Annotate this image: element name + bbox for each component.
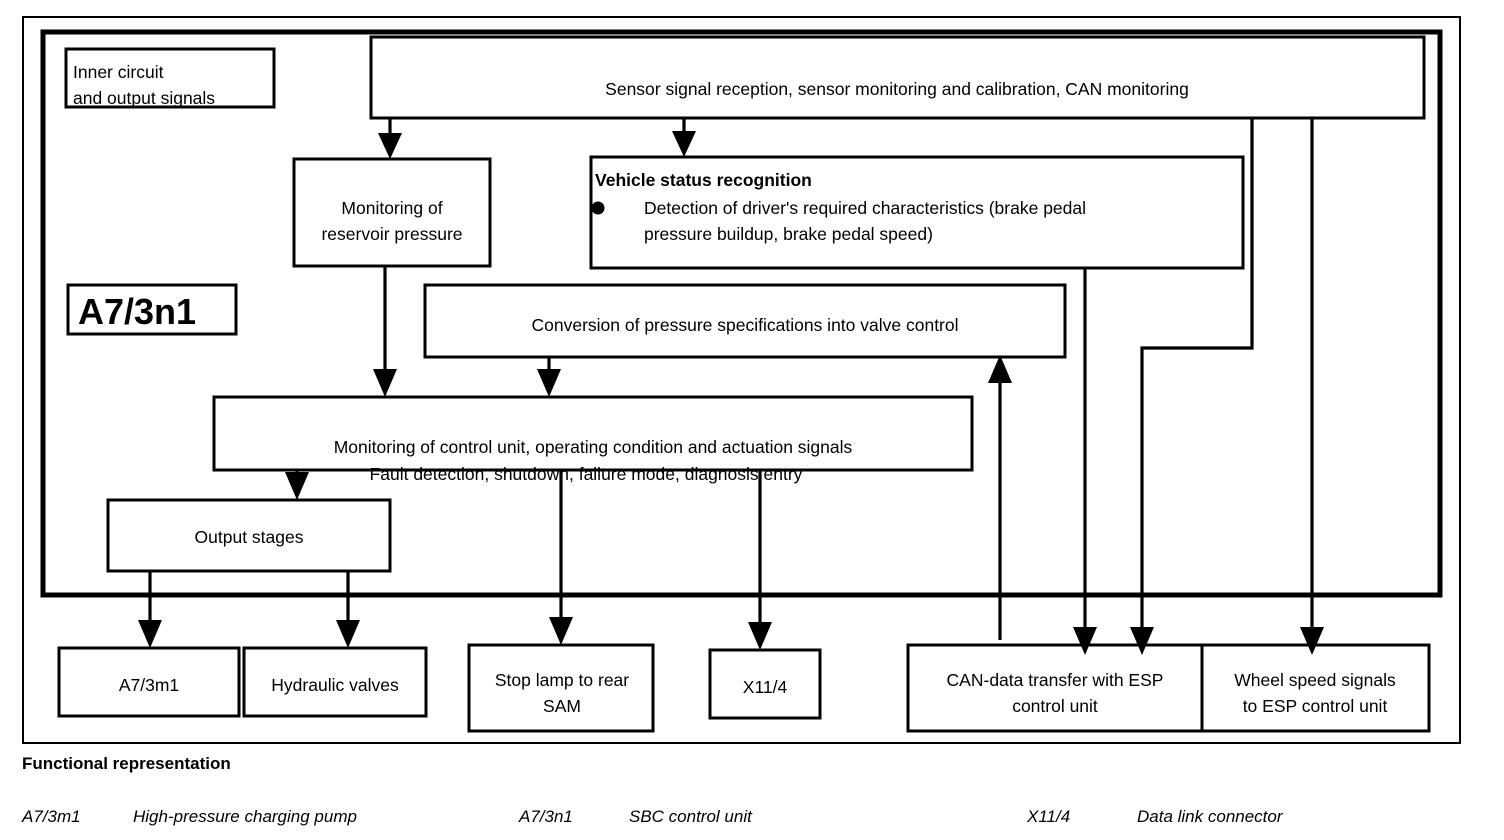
stop-lamp-box bbox=[467, 643, 655, 733]
connector-monitoring-to-stop-lamp bbox=[549, 470, 573, 645]
output-stages-label: Output stages bbox=[195, 527, 304, 547]
bullet-point-icon bbox=[591, 201, 605, 215]
can-transfer-line1: CAN-data transfer with ESP bbox=[947, 670, 1164, 690]
wheel-speed-line1: Wheel speed signals bbox=[1234, 670, 1396, 690]
connector-banner-to-vehicle-status bbox=[672, 118, 696, 157]
unit-code-box bbox=[66, 283, 238, 336]
reservoir-line1: Monitoring of bbox=[341, 198, 442, 218]
legend-code-0: A7/3m1 bbox=[21, 807, 81, 826]
data-link-label: X11/4 bbox=[743, 677, 788, 697]
connector-output-to-hydraulic-valves bbox=[336, 571, 360, 648]
connector-banner-to-can-transfer bbox=[1130, 118, 1254, 655]
wheel-speed-line2: to ESP control unit bbox=[1243, 696, 1388, 716]
vehicle-status-bullet-line2: pressure buildup, brake pedal speed) bbox=[644, 224, 933, 244]
connector-banner-to-reservoir bbox=[378, 118, 402, 159]
inner-circuit-label-box bbox=[64, 47, 276, 109]
output-stages-box bbox=[106, 498, 392, 573]
monitoring-line1: Monitoring of control unit, operating co… bbox=[334, 437, 853, 457]
connector-reservoir-to-monitoring bbox=[373, 266, 397, 397]
hydraulic-valves-label: Hydraulic valves bbox=[271, 675, 399, 695]
inner-circuit-line1: Inner circuit bbox=[73, 62, 164, 82]
connector-output-to-pump bbox=[138, 571, 162, 648]
sensor-banner-box bbox=[369, 35, 1426, 120]
unit-code-label: A7/3n1 bbox=[78, 291, 196, 332]
vehicle-status-bullet-line1: Detection of driver's required character… bbox=[644, 198, 1086, 218]
legend-code-1: A7/3n1 bbox=[518, 807, 573, 826]
legend-desc-1: SBC control unit bbox=[629, 807, 753, 826]
pump-output-box bbox=[57, 646, 241, 718]
inner-circuit-line2: and output signals bbox=[73, 88, 215, 108]
monitoring-line2: Fault detection, shutdown, failure mode,… bbox=[370, 464, 803, 484]
stop-lamp-line2: SAM bbox=[543, 696, 581, 716]
reservoir-line2: reservoir pressure bbox=[321, 224, 462, 244]
connector-banner-to-wheel-speed bbox=[1300, 118, 1324, 655]
control-unit-monitoring-box bbox=[212, 395, 974, 472]
wheel-speed-box bbox=[1200, 643, 1431, 733]
vehicle-status-heading: Vehicle status recognition bbox=[595, 170, 812, 190]
conversion-label: Conversion of pressure specifications in… bbox=[531, 315, 958, 335]
reservoir-monitoring-box bbox=[292, 157, 492, 268]
conversion-box bbox=[423, 283, 1067, 359]
can-transfer-line2: control unit bbox=[1012, 696, 1098, 716]
stop-lamp-line1: Stop lamp to rear bbox=[495, 670, 629, 690]
connector-vehicle-status-to-conversion bbox=[988, 268, 1097, 655]
connector-monitoring-to-output-stages bbox=[285, 470, 309, 500]
connector-conversion-to-monitoring bbox=[537, 357, 561, 397]
pump-output-label: A7/3m1 bbox=[119, 675, 179, 695]
connector-monitoring-to-data-link bbox=[748, 470, 772, 650]
legend-desc-2: Data link connector bbox=[1137, 807, 1284, 826]
legend-desc-0: High-pressure charging pump bbox=[133, 807, 357, 826]
sensor-banner-label: Sensor signal reception, sensor monitori… bbox=[605, 79, 1189, 99]
hydraulic-valves-box bbox=[242, 646, 428, 718]
legend-code-2: X11/4 bbox=[1026, 807, 1070, 826]
vehicle-status-box bbox=[589, 155, 1245, 270]
caption: Functional representation bbox=[22, 754, 231, 773]
control-unit-frame bbox=[40, 29, 1443, 598]
data-link-box bbox=[708, 648, 822, 720]
page-border bbox=[22, 16, 1461, 744]
